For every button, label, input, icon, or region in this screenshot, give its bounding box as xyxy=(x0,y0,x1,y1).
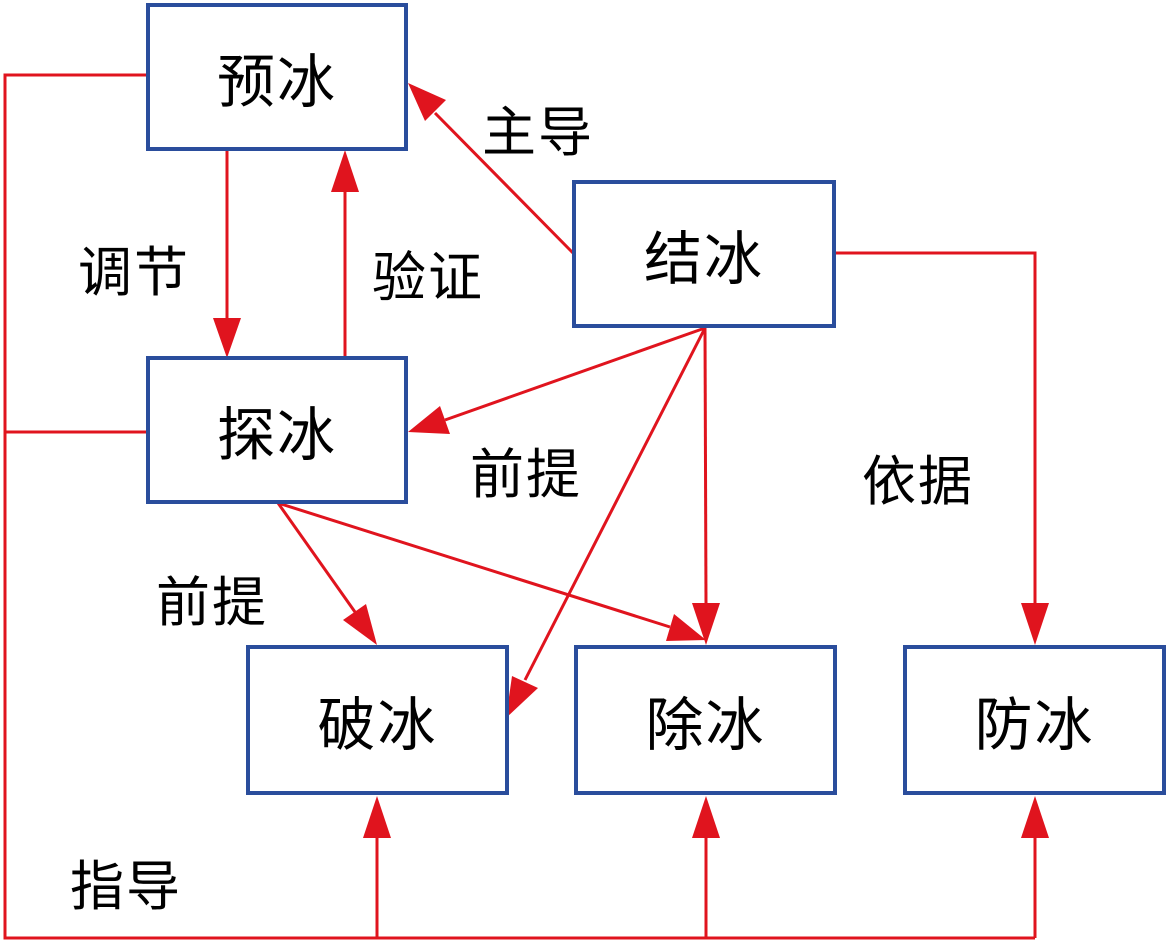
regulate-arrowhead xyxy=(213,318,241,358)
dominant-arrow-line xyxy=(433,111,575,255)
node-pre-ice: 预冰 xyxy=(146,3,408,151)
detect-to-remove-line xyxy=(277,501,671,629)
label-guide: 指导 xyxy=(70,855,182,918)
icing-to-detect-line xyxy=(444,326,706,422)
label-premise-icing: 前提 xyxy=(470,443,582,506)
node-remove-ice: 除冰 xyxy=(574,645,837,795)
node-detect-ice-label: 探冰 xyxy=(216,401,337,469)
icing-to-break-line xyxy=(523,327,707,681)
guide-line-from-pre-ice xyxy=(3,73,1035,940)
node-detect-ice: 探冰 xyxy=(146,356,408,504)
node-break-ice: 破冰 xyxy=(246,645,509,795)
guide-break-arrowhead xyxy=(363,796,391,838)
label-regulate: 调节 xyxy=(78,241,190,304)
icing-to-detect-arrowhead xyxy=(408,406,450,434)
guide-remove-arrowhead xyxy=(692,796,720,838)
dominant-arrowhead xyxy=(408,83,446,121)
guide-prevent-arrowhead xyxy=(1021,796,1049,838)
icing-to-remove-arrowhead xyxy=(692,603,720,645)
node-prevent-ice-label: 防冰 xyxy=(974,691,1095,759)
node-icing: 结冰 xyxy=(572,180,836,328)
icing-to-break-arrowhead xyxy=(506,676,538,718)
node-prevent-ice: 防冰 xyxy=(903,645,1166,795)
icing-to-remove-line xyxy=(703,327,708,606)
basis-arrowhead xyxy=(1021,603,1049,645)
verify-arrowhead xyxy=(331,150,359,192)
detect-to-break-line xyxy=(276,502,357,613)
node-remove-ice-label: 除冰 xyxy=(645,691,766,759)
label-premise-detect: 前提 xyxy=(156,571,268,634)
node-pre-ice-label: 预冰 xyxy=(216,48,337,116)
label-basis: 依据 xyxy=(862,450,974,513)
label-verify: 验证 xyxy=(372,246,484,309)
node-break-ice-label: 破冰 xyxy=(317,691,438,759)
basis-arrow-line xyxy=(835,251,1037,605)
detect-to-remove-arrowhead xyxy=(666,614,706,641)
node-icing-label: 结冰 xyxy=(643,225,764,293)
label-dominant: 主导 xyxy=(482,101,594,164)
detect-to-break-arrowhead xyxy=(343,604,377,645)
